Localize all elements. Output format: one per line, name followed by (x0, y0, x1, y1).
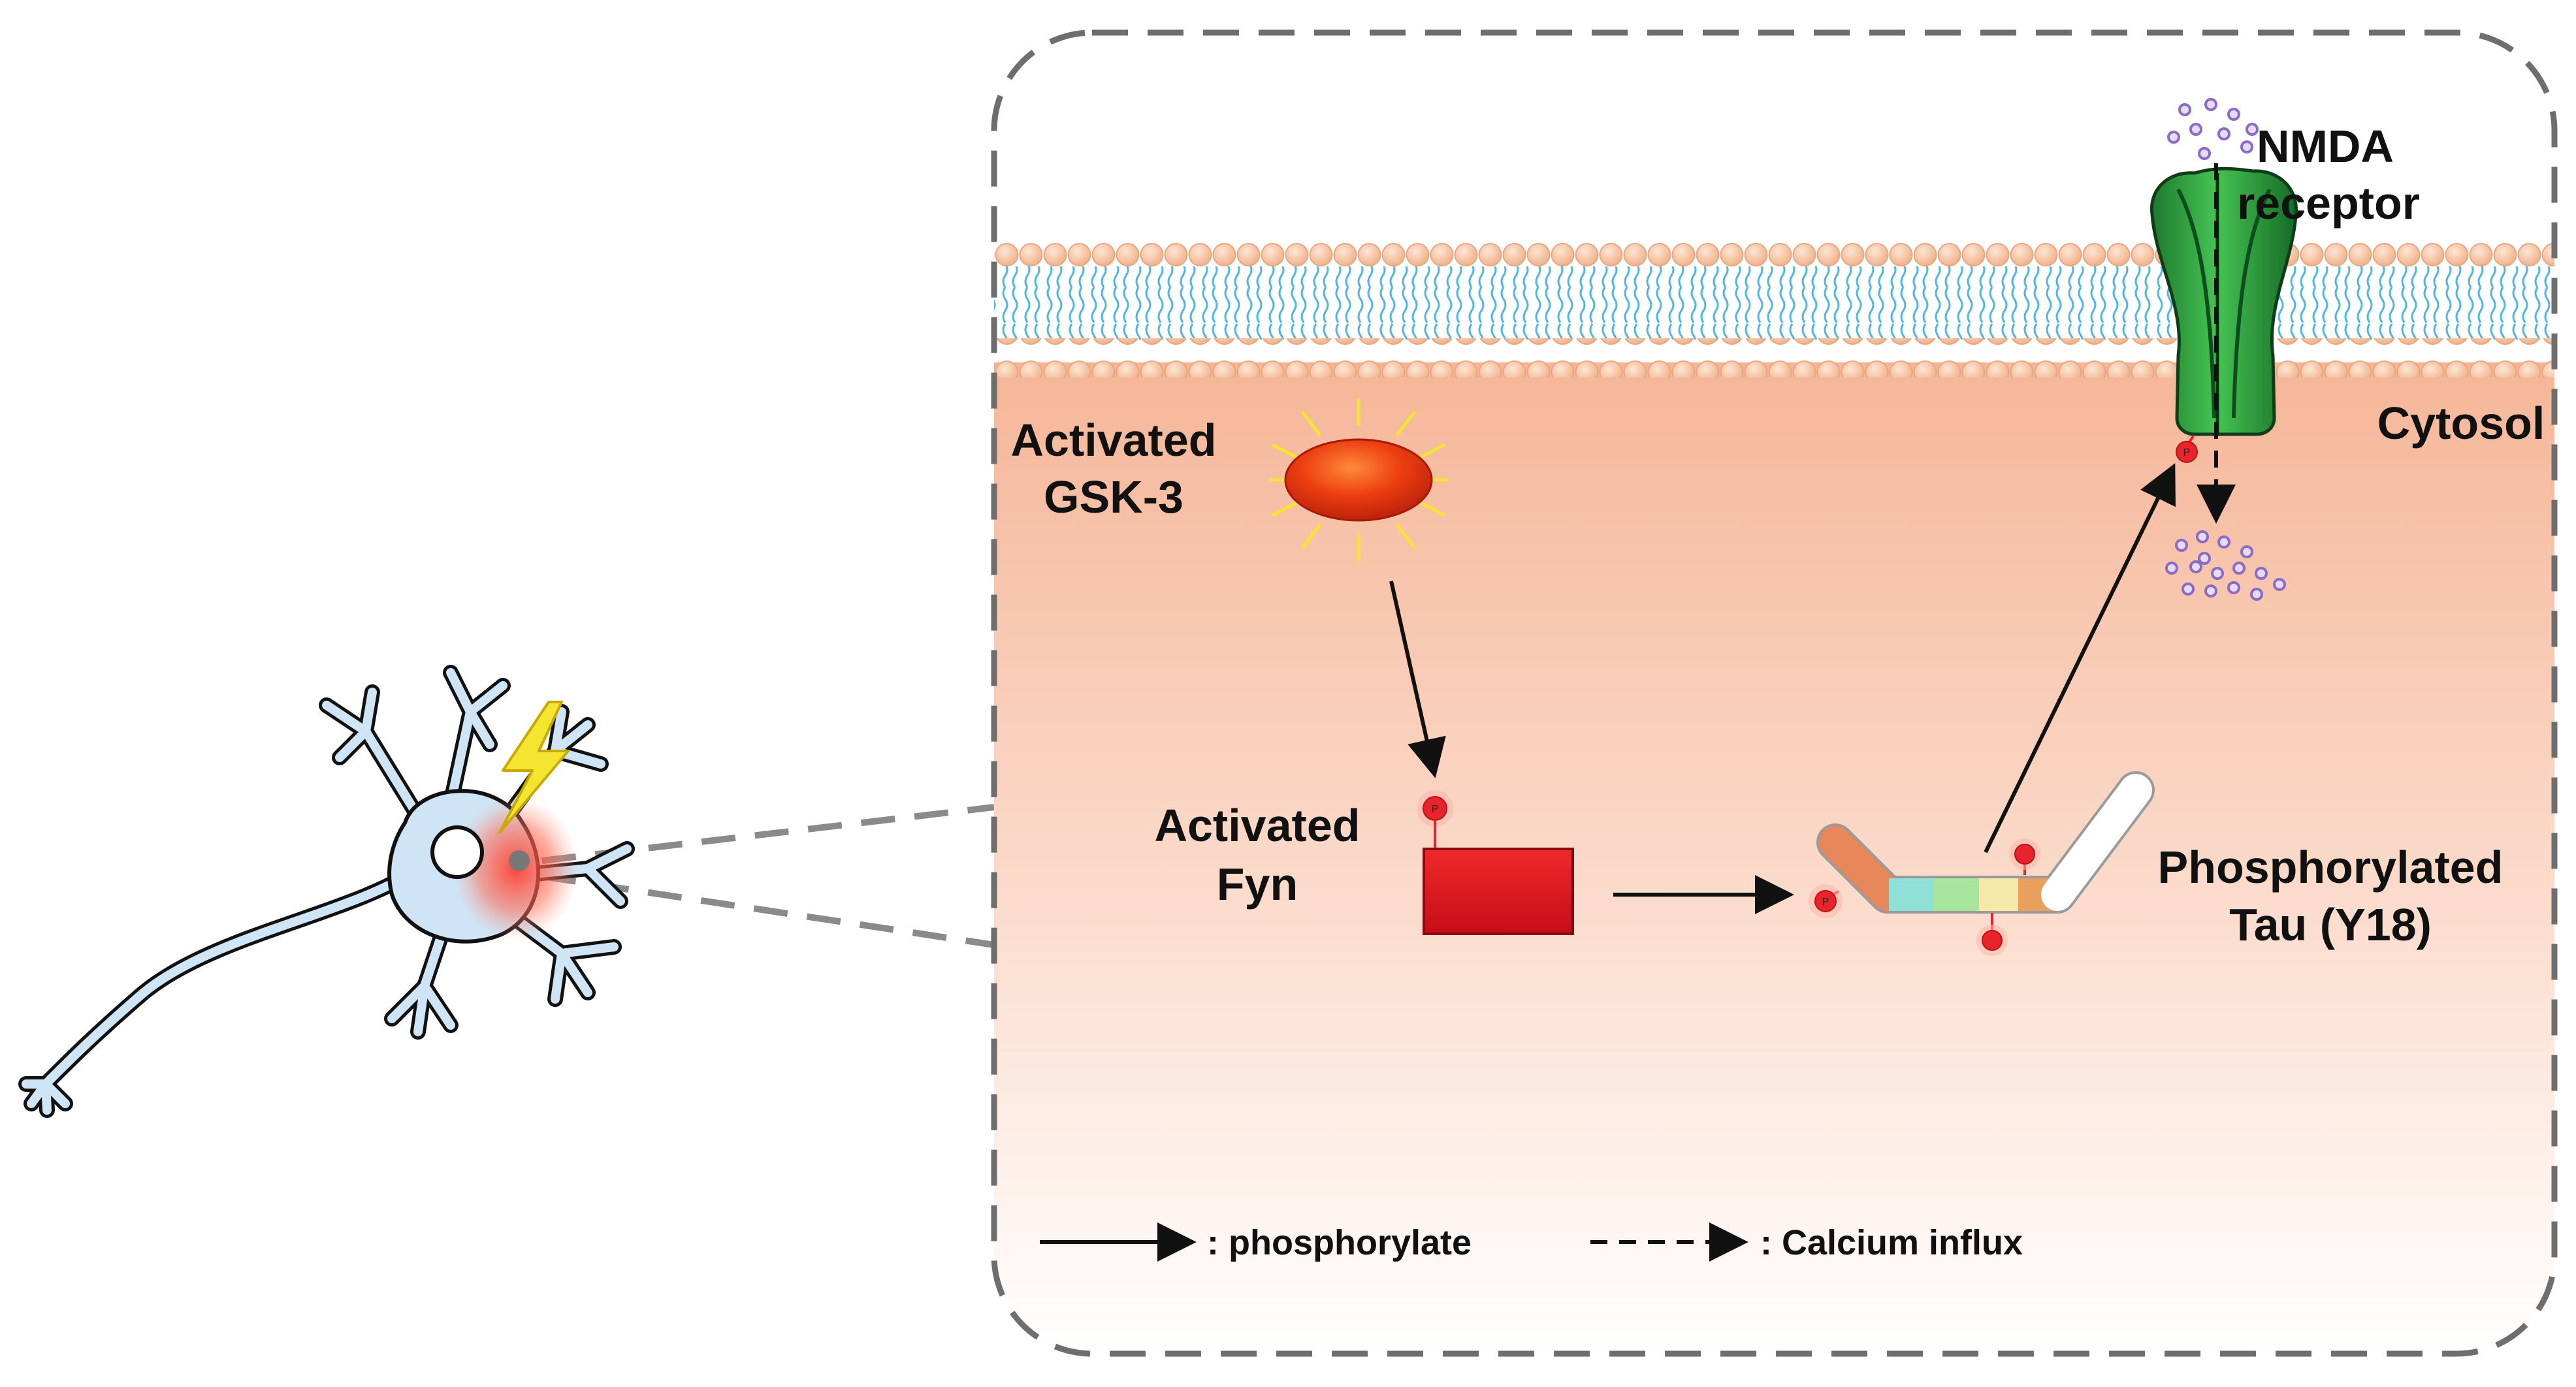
tau-phospho-sites: P (1809, 838, 2040, 956)
tau-phospho-label: P (1822, 897, 1829, 908)
calcium-ions-inside (2165, 530, 2286, 601)
nmda-phospho-label: P (2183, 447, 2191, 458)
zoom-focus-dot (509, 850, 530, 871)
nmda-label-line1: NMDA (2257, 121, 2394, 172)
inset-dashed-border (991, 29, 2558, 1357)
gsk3-label-line2: GSK-3 (1044, 471, 1183, 522)
legend-solid-label: : phosphorylate (1207, 1223, 1472, 1262)
fyn-phospho-label: P (1432, 804, 1439, 815)
neuron-nucleus (430, 825, 484, 879)
nmda-phospho-site: P (2176, 435, 2198, 463)
fyn-label-line1: Activated (1154, 800, 1360, 851)
legend-dashed-label: : Calcium influx (1760, 1223, 2023, 1262)
tau-protein: P (1809, 771, 2155, 956)
legend: : phosphorylate : Calcium influx (1040, 1222, 2023, 1262)
fyn-label-line2: Fyn (1217, 859, 1298, 910)
fyn-rectangle (1423, 848, 1574, 935)
zoom-inset-box (991, 29, 2558, 1357)
gsk3-to-fyn-arrow (1389, 581, 1446, 778)
nmda-receptor (2149, 167, 2298, 436)
nmda-label-line2: receptor (2237, 178, 2420, 229)
cytosol-region (994, 362, 2554, 1354)
gsk3-ellipse (1284, 438, 1433, 522)
tau-label-line1: Phosphorylated (2158, 842, 2504, 893)
membrane-inner-heads (994, 338, 2554, 377)
gsk3-label-line1: Activated (1010, 415, 1216, 466)
membrane-lipid-tails (994, 266, 2554, 340)
nmda-receptor-subunit-line-right (2232, 188, 2272, 419)
nmda-receptor-subunit-line (2176, 188, 2216, 419)
neuron-illustration (18, 665, 635, 1118)
tau-label-line2: Tau (Y18) (2229, 899, 2432, 950)
calcium-ions-outside (2167, 98, 2259, 160)
lightning-bolt-icon (498, 701, 570, 834)
zoom-connector-lines (541, 804, 995, 948)
membrane-outer-heads (994, 237, 2554, 276)
tau-to-nmda-arrow (1984, 463, 2176, 853)
nmda-receptor-channel (2149, 167, 2298, 436)
fyn-kinase: P (1417, 790, 1574, 935)
cytosol-label: Cytosol (2377, 398, 2545, 449)
gsk3-enzyme (1268, 398, 1449, 562)
